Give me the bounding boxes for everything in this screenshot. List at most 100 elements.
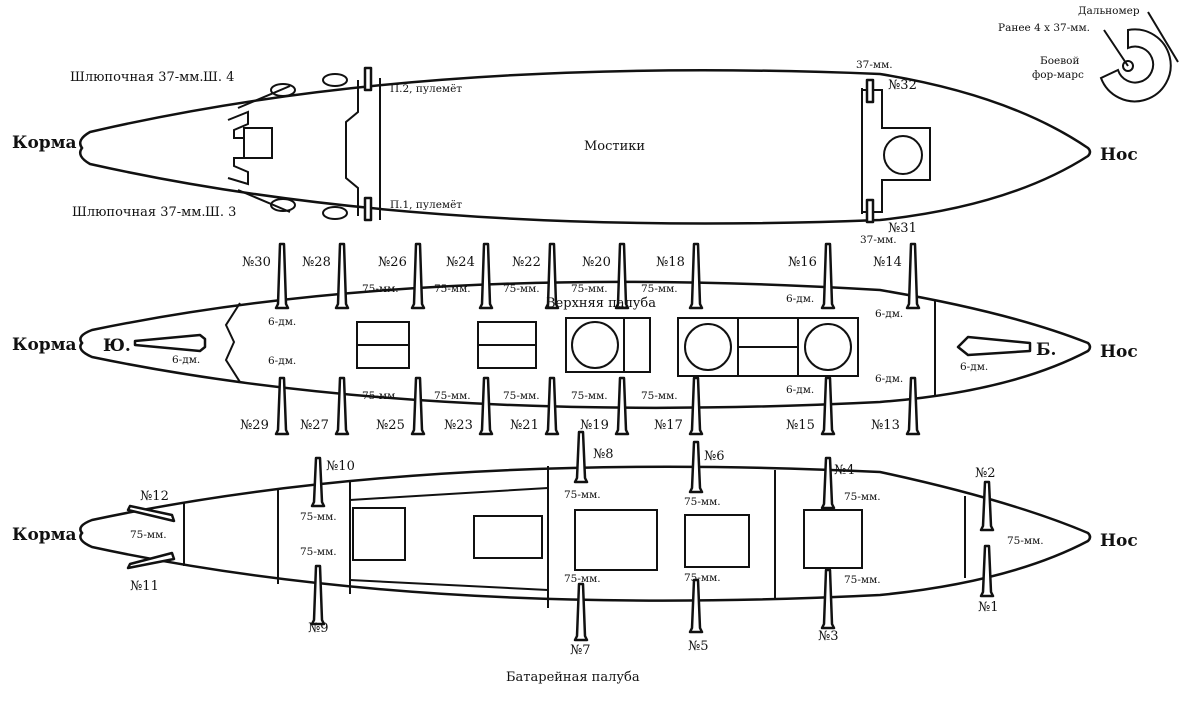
caliber-label-top: 6-дм. xyxy=(875,308,903,320)
mg1-label: П.1, пулемёт xyxy=(390,199,462,211)
gun-label-top: №22 xyxy=(512,255,541,270)
gun-label-bottom: №15 xyxy=(786,418,815,433)
gun-mount-mg1 xyxy=(363,196,373,222)
battery-hatch-4 xyxy=(684,514,750,568)
gun-3 xyxy=(820,568,836,630)
gun-label-bottom: №9 xyxy=(308,621,329,636)
gun-17 xyxy=(688,376,704,436)
bow-gun-caliber: 6-дм. xyxy=(960,361,988,373)
caliber-label-bottom: 75-мм. xyxy=(503,390,540,402)
gun-5 xyxy=(688,578,704,634)
rangefinder-pointer xyxy=(1147,11,1179,63)
rangefinder-label: Дальномер xyxy=(1078,5,1140,17)
gun-10 xyxy=(310,456,326,508)
stern-caliber: 75-мм. xyxy=(130,529,167,541)
boat xyxy=(322,73,348,87)
caliber-label-bottom: 6-дм. xyxy=(268,355,296,367)
upper-deck-title: Верхняя палуба xyxy=(546,296,656,311)
bow-label: Нос xyxy=(1100,531,1138,551)
gun-15 xyxy=(820,376,836,436)
gun-label-top: №26 xyxy=(378,255,407,270)
caliber-label-bottom: 75-мм. xyxy=(564,573,601,585)
gun-label-top: №20 xyxy=(582,255,611,270)
fore-top-label-1: Боевой xyxy=(1040,55,1079,67)
caliber-label-top: 75-мм. xyxy=(564,489,601,501)
gun-9 xyxy=(310,564,326,626)
caliber-label-top: 75-мм. xyxy=(362,283,399,295)
gun-12 xyxy=(126,504,176,523)
stern-label: Корма xyxy=(12,335,76,355)
aft-structure-edge xyxy=(237,85,291,213)
battery-deck-title: Батарейная палуба xyxy=(506,670,640,685)
gun-2 xyxy=(979,480,995,532)
stern-label: Корма xyxy=(12,525,76,545)
gun31-label: №31 xyxy=(888,221,917,236)
gun-6 xyxy=(688,440,704,494)
caliber-label-top: 75-мм. xyxy=(300,511,337,523)
gun-27 xyxy=(334,376,350,436)
battery-hatch-2 xyxy=(473,515,543,559)
bow-gun xyxy=(956,335,1032,357)
gun-label-top: №30 xyxy=(242,255,271,270)
earlier-guns-label: Ранее 4 х 37-мм. xyxy=(998,22,1090,34)
gun-8 xyxy=(573,430,589,484)
gun-14 xyxy=(905,242,921,310)
boat4-label: Шлюпочная 37-мм. xyxy=(70,70,204,85)
gun-label-top: №4 xyxy=(834,463,855,478)
gun-label-bottom: №13 xyxy=(871,418,900,433)
gun-label-top: №24 xyxy=(446,255,475,270)
platform-line xyxy=(1103,29,1129,67)
stern-label: Корма xyxy=(12,133,76,153)
gun-label-bottom: №23 xyxy=(444,418,473,433)
gun-label-bottom: №5 xyxy=(688,639,709,654)
caliber-label-top: 75-мм. xyxy=(434,283,471,295)
gun32-label: №32 xyxy=(888,78,917,93)
aft-hatch xyxy=(243,127,273,159)
bridge-label: Мостики xyxy=(584,139,645,154)
gun-label-bottom: №17 xyxy=(654,418,683,433)
gun-11-label: №11 xyxy=(130,579,159,594)
bow-label: Нос xyxy=(1100,342,1138,362)
gun-4 xyxy=(820,456,836,510)
conning-tower xyxy=(883,135,923,175)
upper-deck-plan: №30№29№28№27№26№25№24№23№22№21№20№19№18№… xyxy=(79,242,1092,436)
funnel-aft xyxy=(571,321,619,369)
caliber-label-top: 75-мм. xyxy=(503,283,540,295)
caliber-label-bottom: 75-мм. xyxy=(571,390,608,402)
boat3-tag: Ш. 3 xyxy=(205,205,236,220)
gun-29 xyxy=(274,376,290,436)
gun-label-top: №28 xyxy=(302,255,331,270)
caliber-label-top: 75-мм. xyxy=(684,496,721,508)
boat xyxy=(322,206,348,220)
gun-label-top: №6 xyxy=(704,449,725,464)
funnel-fwd xyxy=(804,323,852,371)
gun-1 xyxy=(979,544,995,598)
bow-mark: Б. xyxy=(1036,340,1056,360)
gun32-caliber: 37-мм. xyxy=(856,59,893,71)
gun-30 xyxy=(274,242,290,310)
caliber-label-bottom: 75-мм. xyxy=(641,390,678,402)
bow-caliber: 75-мм. xyxy=(1007,535,1044,547)
caliber-label-top: 75-мм. xyxy=(844,491,881,503)
bow-label: Нос xyxy=(1100,145,1138,165)
gun-label-bottom: №1 xyxy=(978,600,999,615)
mg2-label: П.2, пулемёт xyxy=(390,83,462,95)
caliber-label-top: 6-дм. xyxy=(268,316,296,328)
quarterdeck-edge xyxy=(224,302,241,383)
bridge-screen xyxy=(345,80,359,216)
gun-26 xyxy=(410,242,426,310)
gun-label-bottom: №7 xyxy=(570,643,591,658)
caliber-label-bottom: 75-мм. xyxy=(362,390,399,402)
stern-mark: Ю. xyxy=(103,336,131,356)
gun-11 xyxy=(126,551,176,570)
gun-label-bottom: №19 xyxy=(580,418,609,433)
stern-gun-caliber: 6-дм. xyxy=(172,354,200,366)
gun-label-top: №8 xyxy=(593,447,614,462)
superstructure-plan xyxy=(79,66,1092,225)
gun-13 xyxy=(905,376,921,436)
gun-18 xyxy=(688,242,704,310)
gun-19 xyxy=(614,376,630,436)
